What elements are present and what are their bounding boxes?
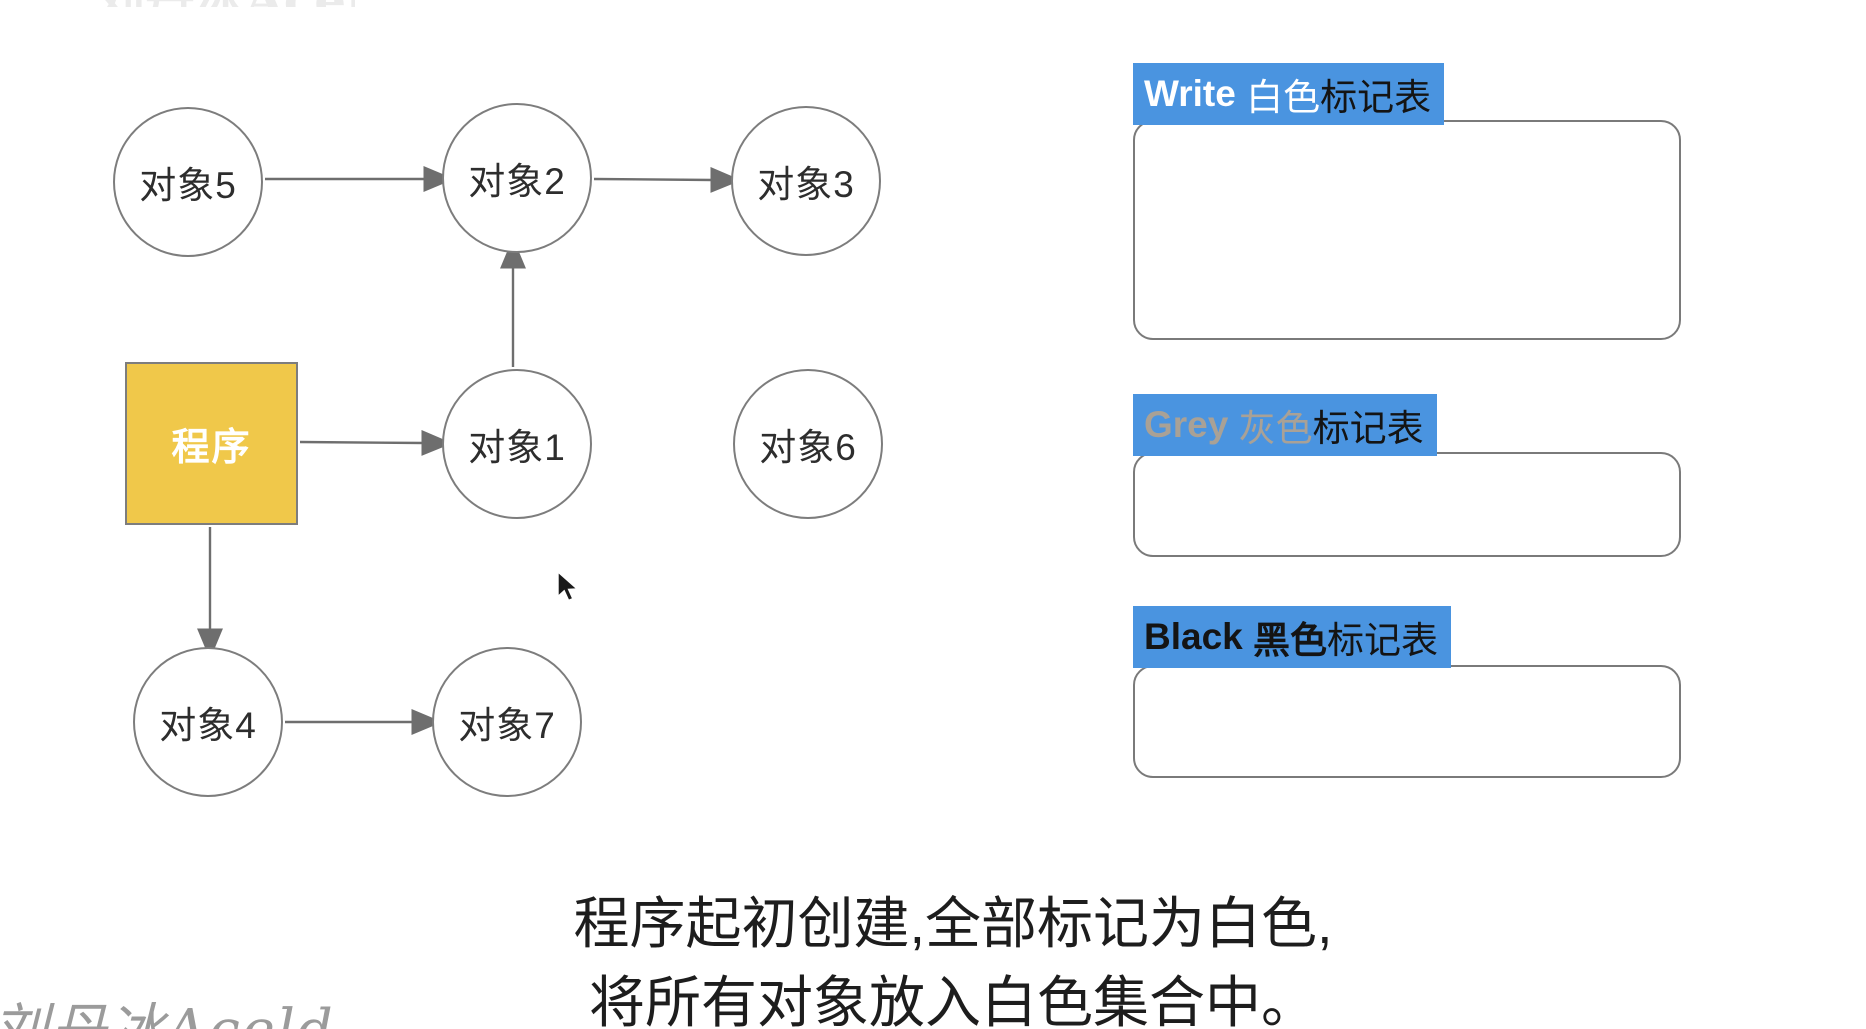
caption: 程序起初创建,全部标记为白色, 将所有对象放入白色集合中。 bbox=[453, 884, 1453, 1029]
node-program: 程序 bbox=[125, 362, 298, 525]
grey-table-label-color: 灰色 bbox=[1238, 408, 1313, 449]
black-table-label-suffix: 标记表 bbox=[1327, 620, 1439, 661]
grey-table-box bbox=[1133, 452, 1681, 557]
white-table-label-suffix: 标记表 bbox=[1320, 77, 1432, 118]
node-obj3: 对象3 bbox=[731, 106, 881, 256]
white-table-label-color: 白色 bbox=[1246, 77, 1321, 118]
node-obj5: 对象5 bbox=[113, 107, 263, 257]
black-table-label: Black 黑色标记表 bbox=[1133, 606, 1452, 668]
white-table-box bbox=[1133, 120, 1681, 340]
caption-line1: 程序起初创建,全部标记为白色, bbox=[573, 892, 1333, 955]
node-obj7-label: 对象7 bbox=[458, 705, 556, 746]
node-obj4-label: 对象4 bbox=[159, 705, 257, 746]
top-watermark-fragment: 刘丹冰Aceld bbox=[95, 0, 355, 7]
node-obj4: 对象4 bbox=[133, 647, 283, 797]
node-program-label: 程序 bbox=[171, 427, 252, 469]
black-table-box bbox=[1133, 665, 1681, 778]
arrow-program-to-obj1 bbox=[299, 429, 453, 456]
white-table-label-en: Write bbox=[1144, 73, 1236, 114]
node-obj1-label: 对象1 bbox=[468, 427, 566, 468]
top-watermark-text: 刘丹冰Aceld bbox=[95, 0, 355, 7]
black-table-label-en: Black bbox=[1144, 616, 1243, 657]
grey-table-label: Grey 灰色标记表 bbox=[1133, 394, 1437, 456]
node-obj6: 对象6 bbox=[733, 369, 883, 519]
node-obj2-label: 对象2 bbox=[468, 161, 566, 202]
white-table-label: Write 白色标记表 bbox=[1133, 63, 1445, 125]
caption-line2: 将所有对象放入白色集合中。 bbox=[589, 971, 1317, 1029]
node-obj5-label: 对象5 bbox=[139, 165, 237, 206]
grey-table-label-suffix: 标记表 bbox=[1312, 408, 1424, 449]
node-obj1: 对象1 bbox=[442, 369, 592, 519]
node-obj3-label: 对象3 bbox=[757, 164, 855, 205]
node-obj2: 对象2 bbox=[442, 103, 592, 253]
node-obj7: 对象7 bbox=[432, 647, 582, 797]
grey-table-label-en: Grey bbox=[1144, 404, 1229, 445]
mouse-cursor-icon bbox=[557, 572, 579, 602]
author-watermark: 刘丹冰Aceld bbox=[0, 985, 335, 1029]
arrow-obj2-to-obj3 bbox=[593, 166, 742, 193]
node-obj6-label: 对象6 bbox=[759, 427, 857, 468]
black-table-label-color: 黑色 bbox=[1253, 620, 1328, 661]
